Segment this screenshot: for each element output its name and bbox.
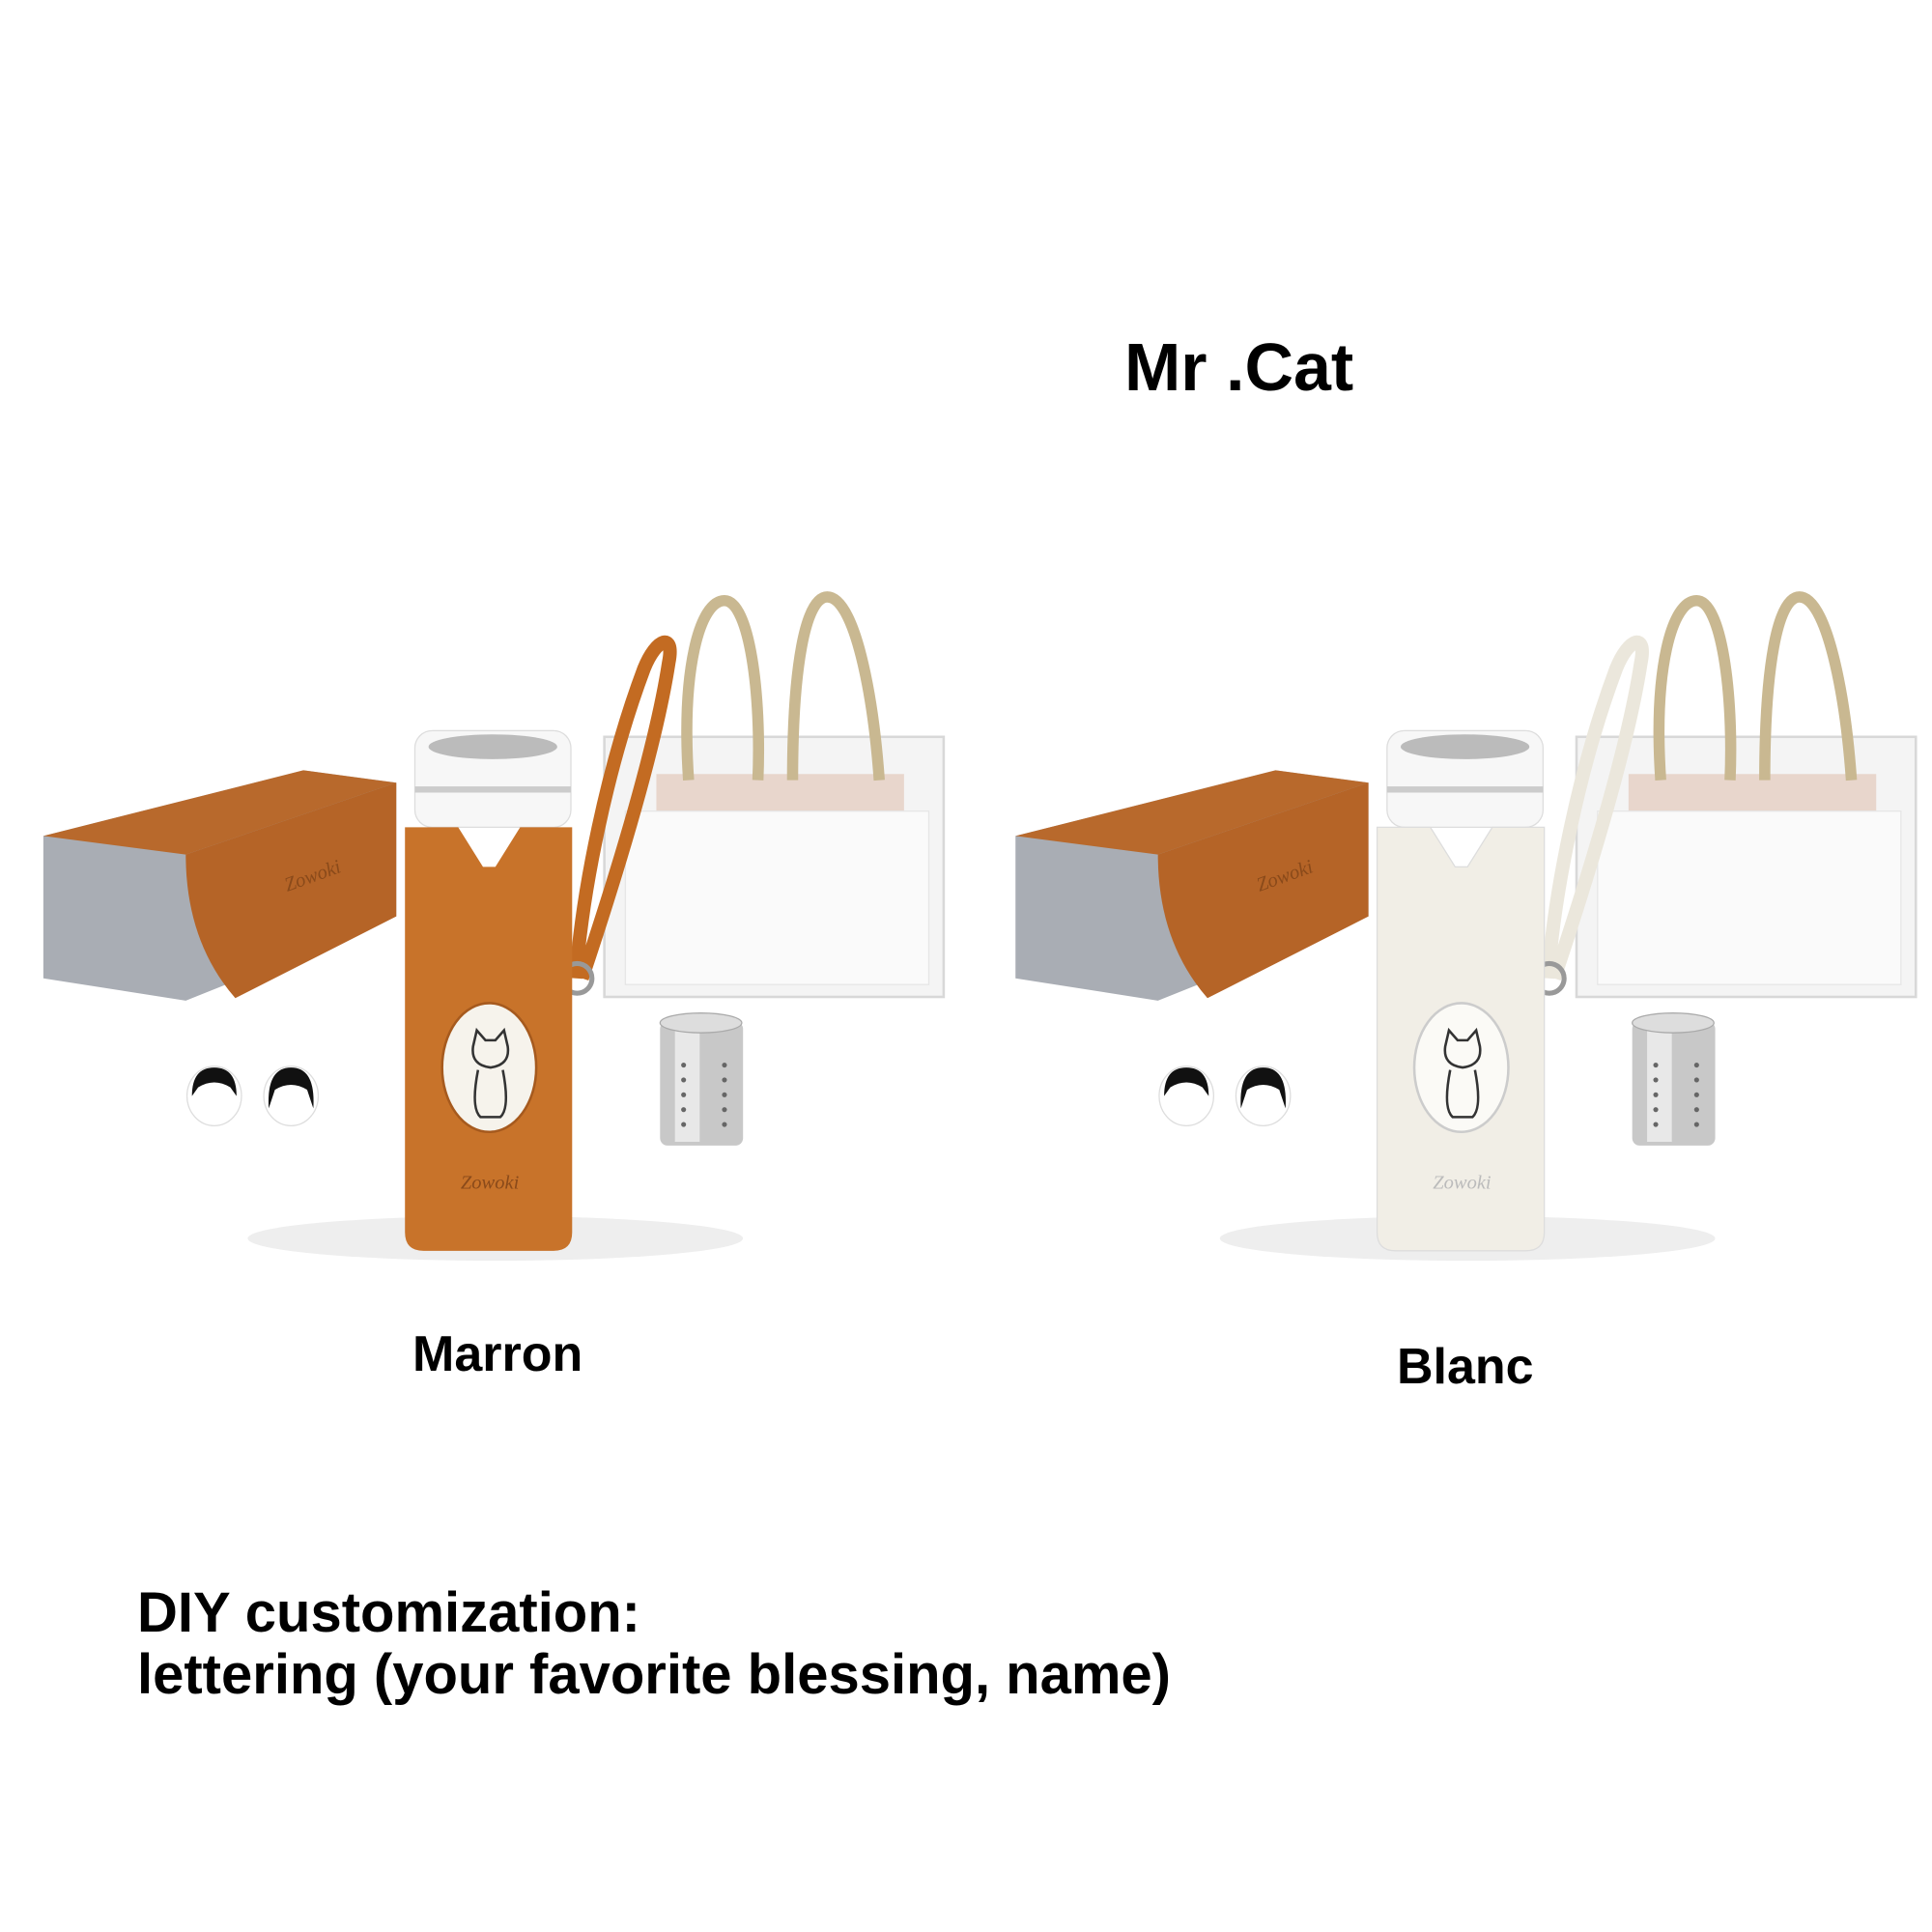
customization-heading: DIY customization: <box>137 1581 640 1644</box>
product-title: Mr .Cat <box>1124 329 1354 405</box>
variant-label-blanc: Blanc <box>1397 1339 1534 1395</box>
svg-text:Zowoki: Zowoki <box>461 1173 520 1194</box>
customization-detail: lettering (your favorite blessing, name) <box>137 1643 1171 1706</box>
bottle-blanc: Zowoki <box>1376 635 1649 1252</box>
customization-note: DIY customization: lettering (your favor… <box>137 1582 1171 1706</box>
variant-label-marron: Marron <box>412 1326 583 1382</box>
bottle-marron: Zowoki <box>405 635 677 1251</box>
svg-text:Zowoki: Zowoki <box>1433 1173 1492 1194</box>
